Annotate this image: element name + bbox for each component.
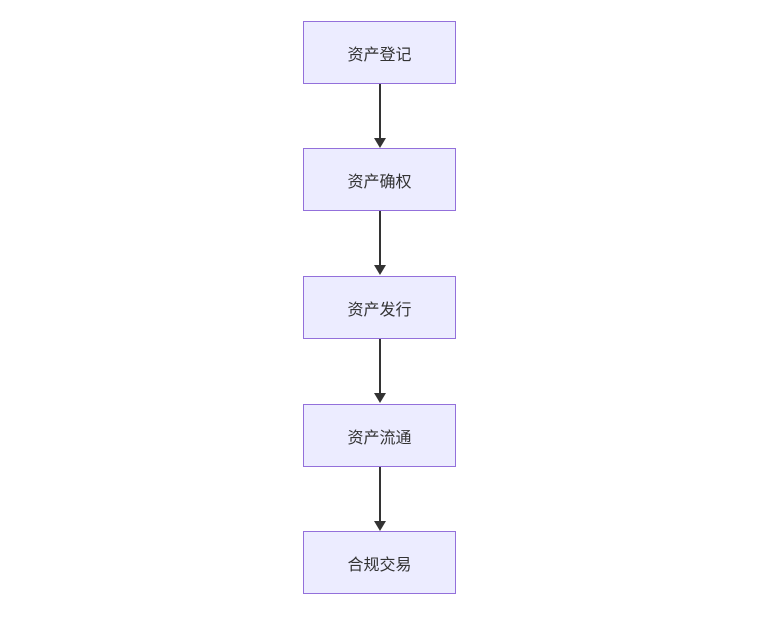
node-label: 资产确权: [347, 173, 412, 191]
flow-arrow-4: [374, 467, 386, 531]
node-asset-registration: 资产登记: [303, 21, 456, 84]
flow-arrow-3: [374, 339, 386, 403]
node-label: 资产发行: [347, 301, 412, 319]
node-label: 合规交易: [347, 556, 412, 574]
arrow-line: [379, 467, 381, 521]
arrow-down-icon: [374, 138, 386, 148]
arrow-down-icon: [374, 265, 386, 275]
arrow-line: [379, 211, 381, 265]
arrow-down-icon: [374, 393, 386, 403]
node-asset-circulation: 资产流通: [303, 404, 456, 467]
node-label: 资产流通: [347, 429, 412, 447]
arrow-down-icon: [374, 521, 386, 531]
flow-arrow-1: [374, 84, 386, 148]
node-compliant-trading: 合规交易: [303, 531, 456, 594]
arrow-line: [379, 339, 381, 393]
node-label: 资产登记: [347, 46, 412, 64]
arrow-line: [379, 84, 381, 138]
node-asset-issuance: 资产发行: [303, 276, 456, 339]
flow-arrow-2: [374, 211, 386, 275]
node-asset-confirmation: 资产确权: [303, 148, 456, 211]
